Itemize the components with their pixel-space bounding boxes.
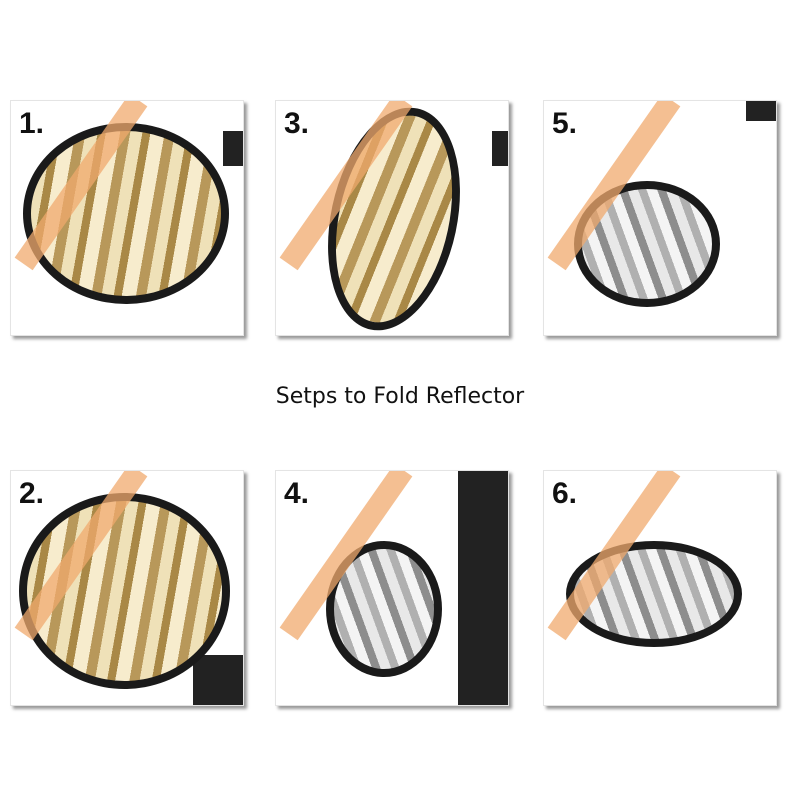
step-number: 4. — [284, 477, 310, 510]
arm-sleeve — [193, 655, 243, 705]
page-title: Setps to Fold Reflector — [275, 384, 525, 409]
step-3-photo: 3. — [275, 100, 509, 336]
step-1-photo: 1. — [10, 100, 244, 336]
step-number: 5. — [552, 107, 578, 140]
arm-sleeve — [746, 101, 776, 121]
step-4-photo: 4. — [275, 470, 509, 706]
step-number: 6. — [552, 477, 578, 510]
arm-sleeve — [223, 131, 243, 166]
arm-sleeve — [492, 131, 508, 166]
step-number: 3. — [284, 107, 310, 140]
step-5-photo: 5. — [543, 100, 777, 336]
step-number: 2. — [19, 477, 45, 510]
step-number: 1. — [19, 107, 45, 140]
step-2-photo: 2. — [10, 470, 244, 706]
gold-reflector — [308, 101, 480, 335]
arm-sleeve — [458, 471, 508, 705]
step-6-photo: 6. — [543, 470, 777, 706]
